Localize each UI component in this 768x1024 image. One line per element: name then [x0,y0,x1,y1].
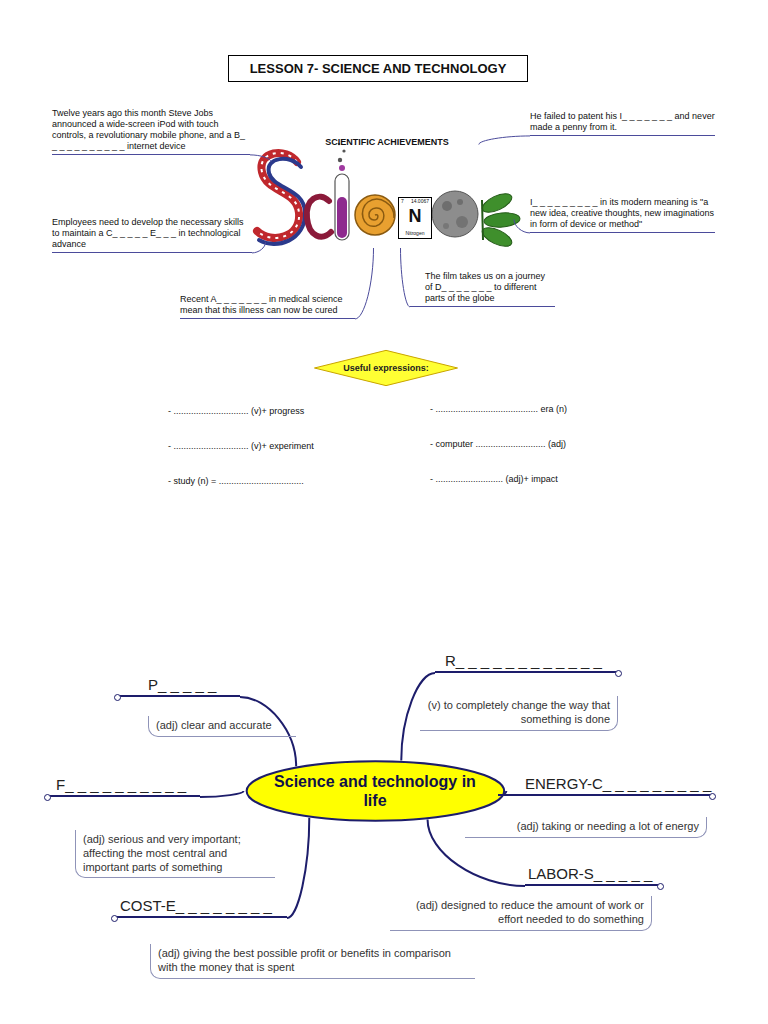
expression-line: - .............................. (v)+ ex… [168,441,314,451]
branch-node: COST-E_ _ _ _ _ _ _ _(adj) giving the be… [115,897,287,918]
element-text: Nitrogen [399,231,431,236]
branch-end-dot [111,915,118,922]
branch-word: F_ _ _ _ _ _ _ _ _ _ [48,776,200,797]
branch-connector [287,818,309,918]
branch-connector [355,248,374,319]
bubble [342,149,345,152]
callout-node: Employees need to develop the necessary … [52,217,252,253]
branch-definition: (adj) designed to reduce the amount of w… [390,896,652,931]
ammonite [355,195,395,235]
expression-line: - .............................. (v)+ pr… [168,406,304,416]
letter-c [307,197,331,237]
branch-end-dot [114,694,121,701]
callout-text: Recent A_ _ _ _ _ _ _ in medical science… [180,294,355,316]
element-text: N [399,207,431,225]
crater [443,223,449,229]
leaf [480,190,515,216]
dna-strand [259,159,305,244]
element-node: 7 14.0067N Nitrogen [398,197,432,239]
expression-line: - study (n) = ..........................… [168,476,304,486]
branch-definition: (adj) taking or needing a lot of energy [465,817,707,838]
ellipse-outline [246,761,504,821]
branch-definition: (v) to completely change the way that so… [420,696,618,731]
topic-heading: SCIENTIFIC ACHIEVEMENTS [252,137,522,147]
branch-node: ENERGY-C_ _ _ _ _ _ _ _ _(adj) taking or… [498,775,712,796]
element-text: 7 [401,199,404,204]
callout-text: The film takes us on a journey of D_ _ _… [425,271,555,304]
leaf [483,211,520,228]
diamond-text: Useful expressions: [343,363,429,373]
callout-text: I_ _ _ _ _ _ _ _ _ in its modern meaning… [530,197,715,230]
branch-connector [250,155,271,162]
branch-definition: (adj) serious and very important; affect… [75,830,275,878]
ellipse-shape [244,760,507,822]
dna-strand [257,153,299,238]
branch-end-dot [44,794,51,801]
bubble [339,165,345,171]
callout-text: He failed to patent his I_ _ _ _ _ _ _ a… [530,111,715,133]
test-tube-liquid [337,197,347,238]
callout-text: Employees need to develop the necessary … [52,217,252,250]
crater [442,201,452,211]
branch-node: P_ _ _ _ _(adj) clear and accurate [118,676,240,697]
branch-word: ENERGY-C_ _ _ _ _ _ _ _ _ [498,775,712,796]
callout-node: Twelve years ago this month Steve Jobs a… [52,108,250,155]
branch-end-dot [615,670,622,677]
expression-line: - ......................................… [430,404,567,414]
crater [456,216,468,228]
branch-word: COST-E_ _ _ _ _ _ _ _ [115,897,287,918]
expression-line: - computer ............................ … [430,439,566,449]
ellipse-node: Science and technology in life [244,760,507,822]
branch-word: LABOR-S_ _ _ _ _ [525,865,660,886]
callout-node: The film takes us on a journey of D_ _ _… [410,271,555,307]
leaf [480,224,515,250]
callout-node: I_ _ _ _ _ _ _ _ _ in its modern meaning… [530,197,715,233]
branch-end-dot [657,883,664,890]
branch-end-dot [709,793,716,800]
title-text: LESSON 7- SCIENCE AND TECHNOLOGY [233,61,523,76]
branch-definition: (adj) clear and accurate [148,716,296,737]
central-topic: Science and technology in life [272,772,477,810]
leaf-stem [482,200,483,240]
branch-node: LABOR-S_ _ _ _ _(adj) designed to reduce… [525,865,660,886]
callout-text: Twelve years ago this month Steve Jobs a… [52,108,250,152]
branch-connector [401,673,435,761]
branch-connector [200,791,244,797]
test-tube [335,174,349,240]
center-node: SCIENTIFIC ACHIEVEMENTS 7 14.0067N Nitrogen [252,133,522,248]
branch-connector [240,697,296,766]
title-box: LESSON 7- SCIENCE AND TECHNOLOGY [228,55,528,82]
branch-node: F_ _ _ _ _ _ _ _ _ _(adj) serious and ve… [48,776,200,797]
moon [432,191,478,237]
callout-node: He failed to patent his I_ _ _ _ _ _ _ a… [530,111,715,136]
branch-connector [252,242,266,253]
element-text: 14.0067 [411,199,429,204]
branch-word: R_ _ _ _ _ _ _ _ _ _ _ _ [435,652,618,673]
branch-connector [428,819,525,886]
branch-connector [479,136,530,145]
bubble [338,158,342,162]
diamond-node: Useful expressions: [313,350,459,386]
branch-connector [401,248,411,307]
branch-node: R_ _ _ _ _ _ _ _ _ _ _ _(v) to completel… [435,652,618,673]
crater [457,199,463,205]
ammonite-spiral [362,199,394,226]
callout-node: Recent A_ _ _ _ _ _ _ in medical science… [180,294,355,319]
branch-definition: (adj) giving the best possible profit or… [150,944,475,979]
dna-rungs [257,153,299,238]
expression-line: - ........................... (adj)+ imp… [430,474,558,484]
branch-connector [514,219,530,233]
diamond-outline [314,350,457,385]
branch-word: P_ _ _ _ _ [118,676,240,697]
